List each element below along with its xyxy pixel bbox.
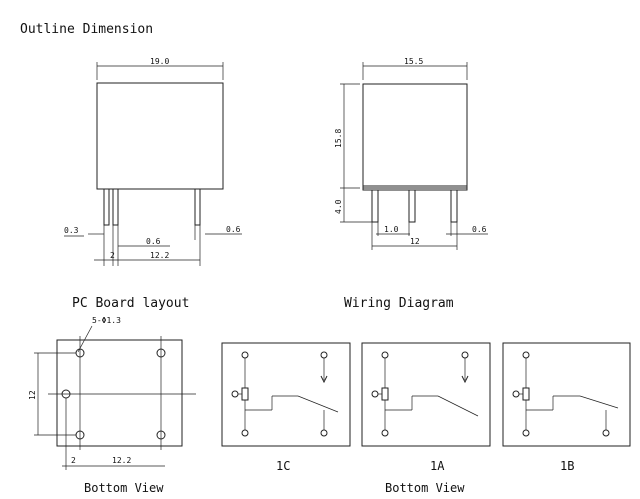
pin bbox=[194, 188, 201, 226]
relay-body-side bbox=[362, 83, 468, 189]
pcb-height-label: 12 bbox=[28, 390, 37, 400]
width-label: 19.0 bbox=[150, 57, 169, 66]
pin-length-label: 4.0 bbox=[334, 199, 343, 214]
wiring-1c bbox=[221, 342, 351, 447]
front-view: 19.0 0.3 0.6 0.6 2 12.2 bbox=[64, 57, 242, 266]
hole bbox=[156, 348, 166, 358]
pcb-heading: PC Board layout bbox=[72, 296, 189, 311]
wiring-heading: Wiring Diagram bbox=[344, 296, 454, 311]
pin bbox=[103, 188, 110, 226]
pin-width-label: 0.6 bbox=[226, 225, 241, 234]
wiring-1a bbox=[361, 342, 491, 447]
pin-size-label: 1.0 bbox=[384, 225, 399, 234]
spacing-label: 12.2 bbox=[150, 251, 169, 260]
pcb-offset-label: 2 bbox=[71, 456, 76, 465]
side-view: 15.5 15.8 4.0 1.0 0.6 12 bbox=[334, 57, 488, 250]
wiring-label-1a: 1A bbox=[430, 459, 445, 473]
wiring-caption: Bottom View bbox=[385, 481, 465, 495]
pcb-caption: Bottom View bbox=[84, 481, 164, 495]
pcb-outline bbox=[56, 339, 183, 447]
pin bbox=[450, 189, 458, 223]
hole-label: 5-Φ1.3 bbox=[92, 316, 121, 325]
pin-pitch-label: 0.6 bbox=[146, 237, 161, 246]
wiring-1b bbox=[502, 342, 631, 447]
side-spacing-label: 12 bbox=[410, 237, 420, 246]
pcb-layout: PC Board layout 5-Φ1.3 12 2 12.2 Bottom … bbox=[28, 296, 196, 495]
offset-label: 2 bbox=[110, 251, 115, 260]
hole bbox=[156, 430, 166, 440]
side-pin-width-label: 0.6 bbox=[472, 225, 487, 234]
wiring-label-1c: 1C bbox=[276, 459, 290, 473]
pin bbox=[408, 189, 416, 223]
side-height-label: 15.8 bbox=[334, 129, 343, 148]
wiring-label-1b: 1B bbox=[560, 459, 574, 473]
relay-body-front bbox=[96, 82, 224, 190]
pcb-spacing-label: 12.2 bbox=[112, 456, 131, 465]
side-width-label: 15.5 bbox=[404, 57, 423, 66]
outline-title: Outline Dimension bbox=[20, 22, 153, 37]
pin bbox=[371, 189, 379, 223]
pin-thickness-label: 0.3 bbox=[64, 226, 79, 235]
pin bbox=[112, 188, 119, 226]
